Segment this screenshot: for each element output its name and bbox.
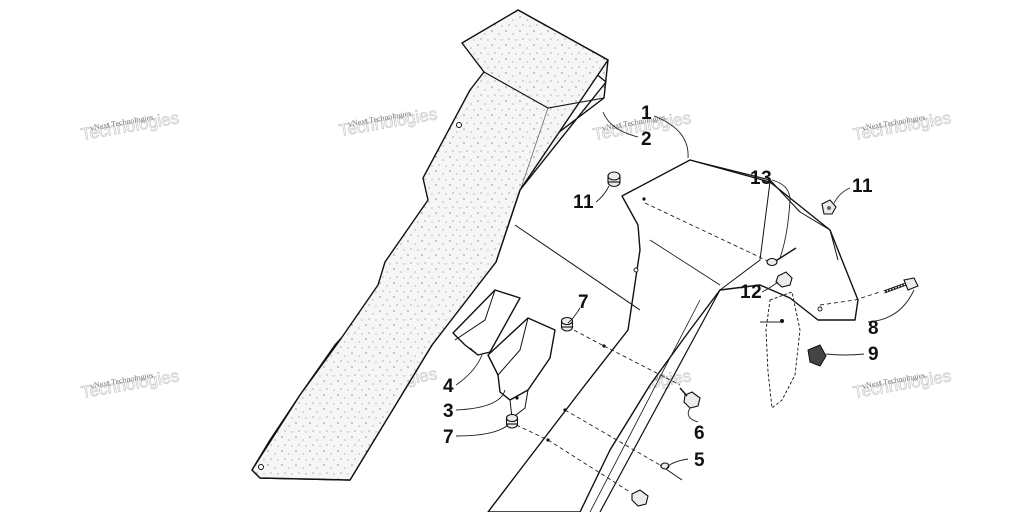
- nut-icon: [821, 199, 837, 215]
- callout-11-right: 11: [852, 176, 873, 197]
- callout-9: 9: [868, 344, 879, 365]
- rivet-icon: [659, 462, 683, 481]
- foam-pad-part: [251, 9, 609, 481]
- callout-3: 3: [443, 401, 454, 422]
- side-bracket-part: [760, 291, 801, 409]
- bracket-clip-part-4: [452, 289, 521, 356]
- callout-12: 12: [740, 282, 762, 303]
- bolt-icon: [775, 271, 793, 288]
- nut-icon: [560, 316, 574, 332]
- callout-7-upper: 7: [578, 292, 589, 313]
- callout-11-left: 11: [573, 192, 594, 213]
- bracket-part-3: [487, 317, 556, 419]
- callout-5: 5: [694, 450, 705, 471]
- cover-panel-part: [487, 159, 859, 512]
- callout-13: 13: [750, 168, 772, 189]
- bolt-icon: [631, 489, 649, 507]
- nut-icon: [607, 171, 621, 188]
- screw-icon: [766, 247, 797, 267]
- callout-1: 1: [641, 103, 652, 124]
- callout-7-lower: 7: [443, 427, 454, 448]
- callout-labels: 1 2 11 13 11 12 8 9 7 4 3 7 6 5: [443, 103, 879, 471]
- callout-4: 4: [443, 376, 454, 397]
- hardware-group: [505, 171, 919, 507]
- clip-icon: [807, 344, 827, 367]
- leader-lines: [455, 111, 915, 469]
- callout-8: 8: [868, 318, 879, 339]
- bolt-icon: [883, 277, 919, 294]
- nut-icon: [505, 413, 519, 429]
- bolt-icon: [679, 387, 701, 409]
- callout-2: 2: [641, 129, 652, 150]
- callout-6: 6: [694, 423, 705, 444]
- fastener-guides: [509, 202, 881, 493]
